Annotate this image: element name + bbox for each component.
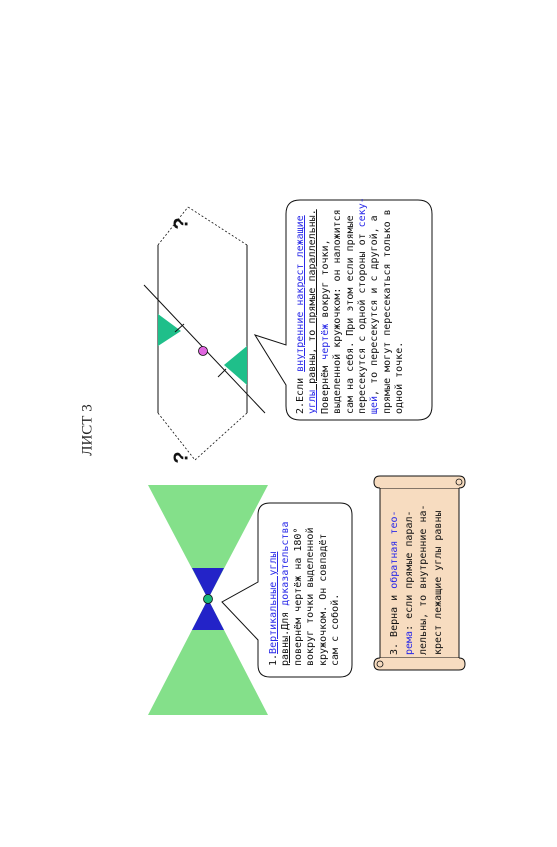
rotation-center-dot	[203, 594, 213, 604]
vertical-angle-blue-lower	[192, 599, 224, 630]
symmetry-center-dot	[198, 346, 208, 356]
card3-text: 3. Верна и обратная тео-рема: если прямы…	[388, 490, 446, 655]
secant-tick-lower	[217, 368, 227, 378]
card3-line: рема: если прямые парал-	[403, 490, 418, 655]
vertical-angle-green-lower	[148, 599, 268, 715]
card3-text-segment: рема	[403, 630, 415, 655]
secant-tick-upper	[174, 323, 185, 333]
card3-text-segment: : если прямые парал-	[403, 510, 415, 631]
card3-line: лельны, то внутренние на-	[417, 490, 432, 655]
card3-line: крест лежащие углы равны	[432, 490, 447, 656]
line-a-extension-top	[157, 206, 189, 246]
line-a-extension-bottom	[157, 412, 196, 461]
alternate-angle-lower	[224, 346, 247, 385]
vertical-angles-figure	[148, 485, 268, 715]
card3-text-segment: крест лежащие углы равны	[432, 510, 444, 656]
alternate-angle-upper	[158, 314, 181, 346]
card3-text-segment: 3. Верна и	[389, 588, 400, 655]
card3-line: 3. Верна и обратная тео-	[388, 490, 403, 655]
vertical-angle-green-upper	[148, 485, 268, 599]
vertical-angle-blue-upper	[192, 568, 224, 599]
parallel-lines-figure	[143, 206, 266, 461]
card3-text-segment: лельны, то внутренние на-	[418, 504, 430, 655]
card3-text-segment: обратная тео-	[389, 510, 400, 589]
